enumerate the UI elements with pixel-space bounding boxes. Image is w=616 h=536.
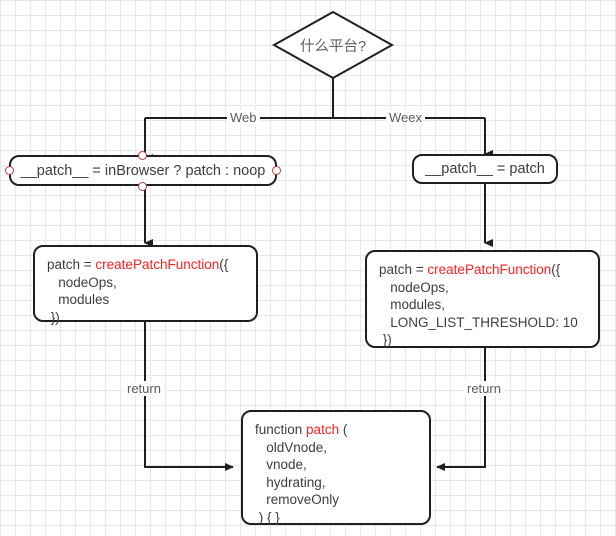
port-top-browser-patch[interactable] (138, 151, 147, 160)
node-weex-create-patch[interactable]: patch = createPatchFunction({ nodeOps, m… (365, 250, 600, 348)
code-keyword: createPatchFunction (95, 257, 220, 272)
node-weex-patch-label: __patch__ = patch (425, 161, 545, 177)
code-line: modules, (379, 297, 446, 312)
code-line: function patch ( (255, 421, 417, 439)
code-text: patch = (379, 262, 428, 277)
port-bottom-browser-patch[interactable] (138, 182, 147, 191)
port-left-browser-patch[interactable] (5, 166, 14, 175)
node-browser-patch-label: __patch__ = inBrowser ? patch : noop (20, 162, 266, 179)
code-line: vnode, (255, 457, 307, 472)
code-text: ({ (551, 262, 561, 277)
decision-node[interactable]: 什么平台? (274, 12, 392, 78)
code-line: patch = createPatchFunction({ (47, 256, 244, 274)
node-weex-patch[interactable]: __patch__ = patch (412, 154, 558, 184)
edge-right-return (436, 348, 486, 471)
edge-label-return-left: return (124, 381, 164, 396)
code-text: ({ (219, 257, 229, 272)
code-text: patch = (47, 257, 96, 272)
code-keyword: createPatchFunction (427, 262, 552, 277)
node-web-create-patch[interactable]: patch = createPatchFunction({ nodeOps, m… (33, 245, 258, 325)
code-line: patch = createPatchFunction({ (379, 261, 586, 279)
code-line: LONG_LIST_THRESHOLD: 10 (379, 314, 578, 330)
code-line: }) (47, 309, 60, 325)
edge-label-weex: Weex (386, 110, 425, 125)
edge-label-return-right: return (464, 381, 504, 396)
code-line: oldVnode, (255, 439, 328, 455)
code-line: }) (379, 332, 392, 347)
code-text: ( (339, 422, 348, 437)
decision-node-label: 什么平台? (299, 38, 367, 55)
code-keyword: patch (306, 422, 340, 437)
code-line: modules (47, 292, 110, 307)
port-right-browser-patch[interactable] (272, 166, 281, 175)
code-line: nodeOps, (379, 279, 449, 295)
code-line: nodeOps, (47, 274, 117, 290)
code-line: removeOnly (255, 492, 340, 507)
code-text: function (255, 422, 307, 437)
node-patch-function[interactable]: function patch ( oldVnode, vnode, hydrat… (241, 410, 431, 525)
code-line: ) { } (255, 509, 280, 525)
code-line: hydrating, (255, 474, 326, 490)
edge-label-web: Web (227, 110, 260, 125)
